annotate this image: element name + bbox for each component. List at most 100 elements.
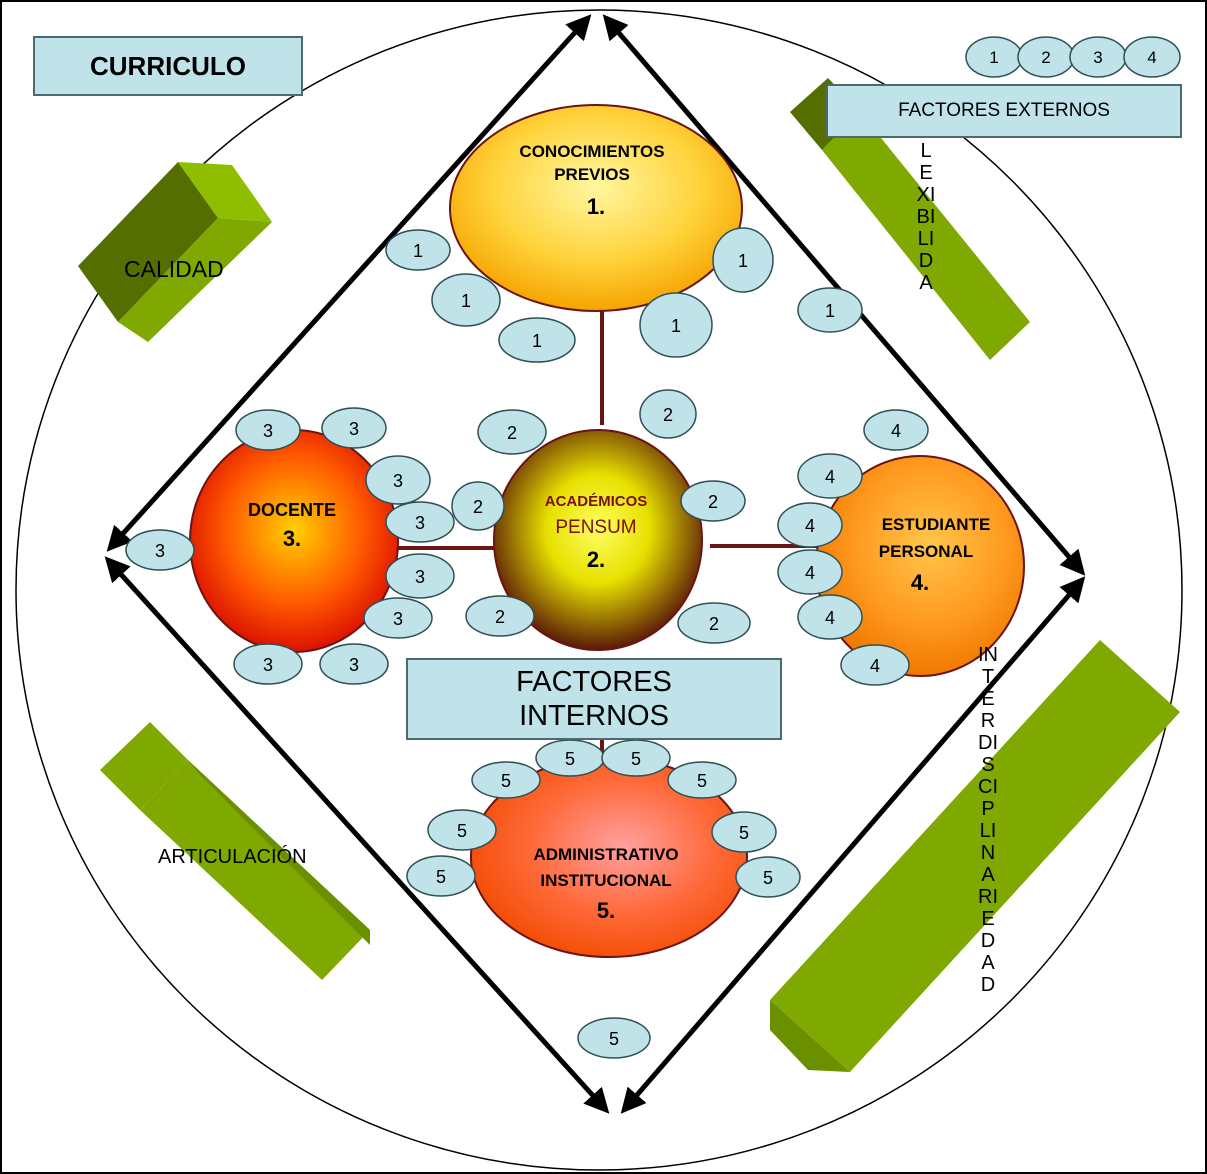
arrow-bottom-right (620, 576, 1086, 1114)
node2-line2: PENSUM (555, 517, 636, 538)
bubble-label-group1-0: 1 (413, 241, 423, 261)
interdisciplinariedad-letter-4: DI (978, 732, 998, 754)
interdisciplinariedad-letter-3: R (980, 710, 996, 732)
node1-line1: CONOCIMIENTOS (519, 142, 664, 161)
node4-line1: ESTUDIANTE (882, 515, 991, 534)
bubble-label-group2-11: 2 (709, 614, 719, 634)
bubble-label-group1-3: 1 (671, 316, 681, 336)
bubble-group5-33 (406, 855, 476, 897)
diamond-arrows (104, 14, 1086, 1114)
bubble-label-group5-34: 5 (763, 868, 773, 888)
interdisciplinariedad-letter-11: RI (978, 886, 998, 908)
bubble-label-group4-23: 4 (805, 516, 815, 536)
legend-label-2: 2 (1041, 48, 1050, 67)
internal-factors-label: FACTORES INTERNOS (516, 666, 672, 732)
interdisciplinariedad-letter-5: S (981, 754, 995, 776)
bubble-label-group4-21: 4 (891, 421, 901, 441)
node4-line2: PERSONAL (879, 542, 973, 561)
bubble-label-group3-19: 3 (263, 655, 273, 675)
bubble-label-group2-6: 2 (507, 423, 517, 443)
bubble-label-group5-30: 5 (697, 771, 707, 791)
bubble-label-group5-32: 5 (739, 823, 749, 843)
node1-line2: PREVIOS (554, 165, 630, 184)
bubble-group3-16 (125, 529, 195, 571)
bubble-group2-6 (477, 409, 547, 455)
bubble-group2-9 (680, 480, 746, 522)
flexibilidad-letter-1: E (919, 162, 933, 184)
node5-number: 5. (597, 898, 615, 923)
bubble-label-group1-5: 1 (825, 301, 835, 321)
bubble-group3-17 (385, 553, 455, 599)
bubble-label-group3-16: 3 (155, 541, 165, 561)
articulacion-label: ARTICULACIÓN (158, 846, 307, 868)
flexibilidad-letter-4: LI (917, 228, 935, 250)
curriculo-title: CURRICULO (90, 50, 246, 81)
bubble-group5-32 (711, 811, 777, 853)
node-conocimientos-previos (449, 104, 743, 312)
bubble-label-group2-10: 2 (495, 607, 505, 627)
external-factors-box: FACTORES EXTERNOS (826, 84, 1182, 138)
node4-number: 4. (911, 570, 929, 595)
bubble-label-group1-2: 1 (532, 331, 542, 351)
interdisciplinariedad-letter-12: E (981, 908, 995, 930)
bubble-label-group3-14: 3 (393, 471, 403, 491)
bubble-label-group2-9: 2 (708, 492, 718, 512)
bubble-group2-10 (465, 595, 535, 637)
node5-line2: INSTITUCIONAL (540, 871, 671, 890)
calidad-label: CALIDAD (124, 256, 224, 282)
interdisciplinariedad-letter-1: T (981, 666, 995, 688)
interdisciplinariedad-letter-14: A (981, 952, 995, 974)
interdisciplinariedad-letter-7: P (981, 798, 995, 820)
bubble-group4-25 (797, 594, 863, 640)
flexibilidad-letter-5: D (918, 250, 934, 272)
legend-circle-4 (1123, 36, 1181, 78)
bubble-label-group4-22: 4 (825, 467, 835, 487)
bubble-group5-34 (735, 856, 801, 898)
bubble-label-group3-18: 3 (393, 609, 403, 629)
bubble-group4-23 (777, 502, 843, 548)
node-academicos (493, 429, 703, 651)
bubble-label-group2-7: 2 (663, 405, 673, 425)
bubble-group5-28 (601, 739, 671, 777)
bubble-group5-35 (577, 1017, 651, 1059)
bubble-group4-24 (777, 549, 843, 595)
bubble-group5-30 (667, 761, 737, 799)
outer-circle (15, 9, 1183, 1171)
arrow-top-left (106, 14, 592, 552)
bubble-label-group1-1: 1 (461, 291, 471, 311)
bubble-group3-18 (363, 597, 433, 639)
bubble-label-group3-17: 3 (415, 567, 425, 587)
node2-number: 2. (587, 547, 605, 572)
bubble-label-group4-26: 4 (870, 656, 880, 676)
bubble-group2-11 (677, 602, 751, 644)
legend-label-1: 1 (989, 48, 998, 67)
interdisciplinariedad-letter-15: D (980, 974, 996, 996)
bubble-label-group5-31: 5 (457, 821, 467, 841)
bubble-group5-31 (427, 809, 497, 851)
interdisciplinariedad-letter-10: A (981, 864, 995, 886)
curriculo-title-box: CURRICULO (33, 36, 303, 96)
bubble-group4-22 (797, 453, 863, 499)
bubble-group1-0 (385, 229, 451, 271)
bubble-label-group5-28: 5 (631, 749, 641, 769)
interdisciplinariedad-letter-6: CI (978, 776, 998, 798)
interdisciplinariedad-letter-0: IN (978, 644, 998, 666)
flexibilidad-letter-6: A (919, 272, 933, 294)
bubble-group3-12 (235, 409, 301, 451)
node5-line1: ADMINISTRATIVO (533, 845, 678, 864)
interdisciplinariedad-letter-9: N (980, 842, 996, 864)
node2-line1: ACADÉMICOS (545, 493, 648, 510)
legend-label-3: 3 (1093, 48, 1102, 67)
bubble-group3-20 (319, 643, 389, 685)
bubble-group1-3 (639, 292, 713, 358)
bubble-label-group5-29: 5 (501, 771, 511, 791)
bubble-group1-1 (431, 273, 501, 327)
bubble-label-group3-15: 3 (415, 513, 425, 533)
arrow-bottom-left (104, 556, 610, 1114)
interdisciplinariedad-letter-13: D (980, 930, 996, 952)
